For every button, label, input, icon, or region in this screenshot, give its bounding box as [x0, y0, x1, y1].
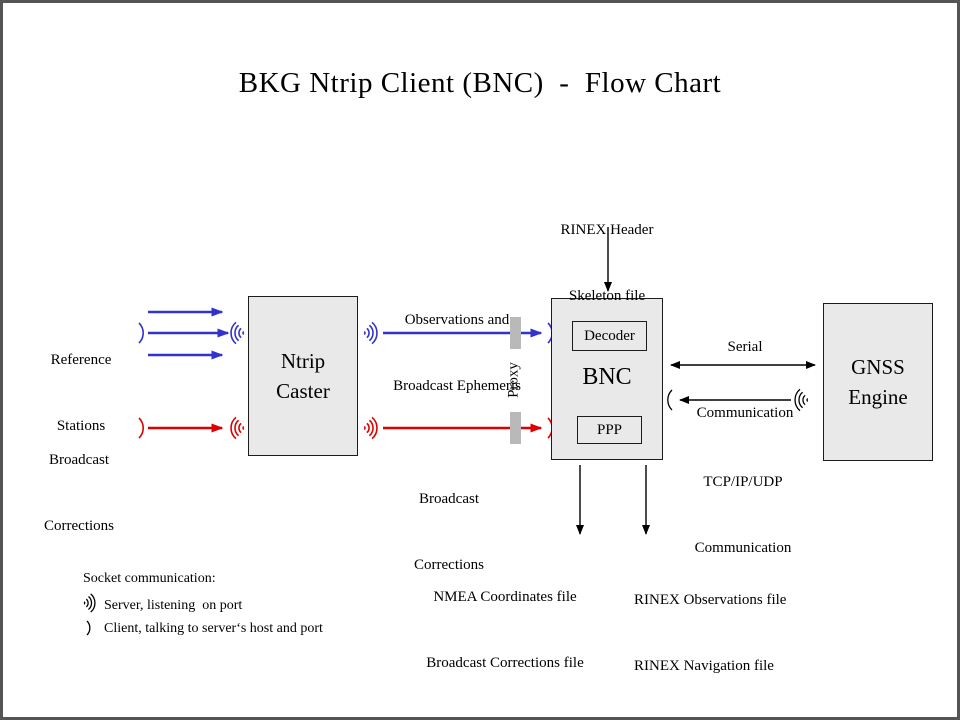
legend-client-socket-icon [86, 620, 91, 636]
proxy-bar-top [510, 317, 521, 349]
proxy-bar-bottom [510, 412, 521, 444]
ppp-box: PPP [577, 416, 642, 444]
bnc-box: Decoder BNC PPP [551, 298, 663, 460]
legend-server-socket-icon [83, 593, 96, 613]
gnss-label-line1: GNSS [851, 355, 905, 379]
server-socket-icon [363, 321, 378, 345]
legend-server-item: Server, listening on port [104, 598, 243, 613]
rinex-output-label: RINEX Observations file RINEX Navigation… [634, 592, 787, 674]
nmea-output-label: NMEA Coordinates file Broadcast Correcti… [426, 589, 584, 671]
rinex-header-label: RINEX Header Skeleton file [560, 222, 654, 304]
legend-client-item: Client, talking to server‘s host and por… [104, 621, 323, 636]
client-socket-icon [138, 322, 144, 344]
decoder-label: Decoder [584, 328, 635, 344]
client-socket-icon [138, 417, 144, 439]
server-socket-icon [794, 388, 809, 412]
gnss-engine-box: GNSS Engine [823, 303, 933, 461]
reference-stations-label: Reference Stations [50, 352, 112, 434]
ppp-label: PPP [596, 422, 623, 438]
ntrip-caster-box: Ntrip Caster [248, 296, 358, 456]
broadcast-corrections-stream-label: Broadcast Corrections [414, 491, 484, 573]
gnss-label-line2: Engine [848, 385, 908, 409]
serial-communication-label: Serial Communication [696, 339, 794, 421]
legend-heading: Socket communication: [83, 571, 216, 586]
server-socket-icon [363, 416, 378, 440]
client-socket-icon [667, 389, 673, 411]
arrow-layer [83, 227, 816, 636]
observations-stream-label: Observations and Broadcast Ephemeris [393, 312, 521, 394]
proxy-label: Proxy [505, 362, 522, 398]
tcp-communication-label: TCP/IP/UDP Communication [694, 474, 792, 556]
page-title: BKG Ntrip Client (BNC) - Flow Chart [238, 67, 722, 99]
bnc-label: BNC [582, 364, 632, 390]
ntrip-caster-label-line2: Caster [276, 379, 330, 403]
broadcast-corrections-input-label: Broadcast Corrections [44, 452, 114, 534]
server-socket-icon [230, 416, 245, 440]
decoder-box: Decoder [572, 321, 647, 351]
server-socket-icon [230, 321, 245, 345]
ntrip-caster-label-line1: Ntrip [280, 349, 326, 373]
